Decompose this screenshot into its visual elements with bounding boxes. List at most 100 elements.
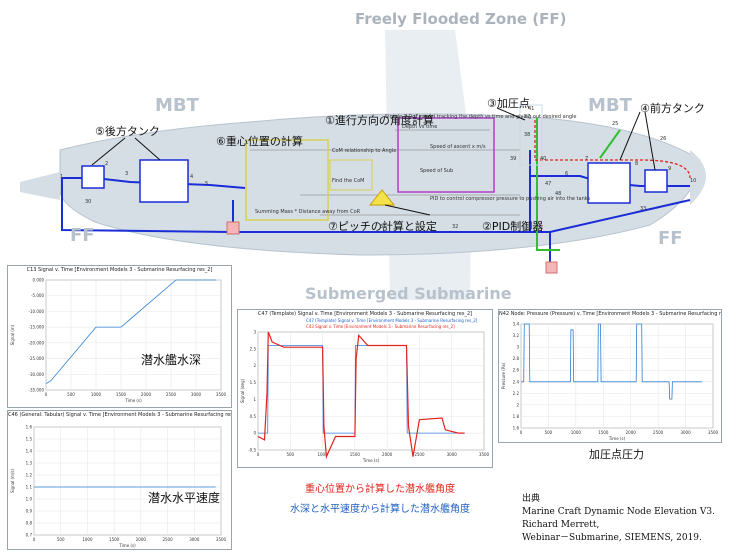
ff-zone-label: Freely Flooded Zone (FF): [355, 10, 567, 28]
y-tick-label: -15.000: [29, 325, 45, 330]
depth-chart-label: 潜水艦水深: [141, 353, 202, 367]
y-tick-label: 0.9: [26, 509, 33, 514]
x-tick-label: 2500: [162, 537, 173, 542]
y-tick-label: 0.7: [26, 533, 33, 538]
front-tank-small: [644, 169, 668, 193]
hspeed-chart-panel: C46 (General: Tabular) Signal v. Time [E…: [7, 410, 232, 550]
x-tick-label: 2000: [141, 392, 152, 397]
pid-annotation: ②PID制御器: [482, 220, 544, 233]
angle-chart-panel: C47 (Template) Signal v. Time [Environme…: [237, 309, 493, 468]
outlet-right: [545, 261, 558, 274]
plot-area: [45, 279, 222, 391]
mbt-left-label: MBT: [155, 95, 199, 116]
ff-left-label: FF: [70, 225, 95, 246]
node-40: 40: [540, 156, 546, 162]
y-tick-label: 1.6: [513, 426, 520, 431]
x-tick-label: 3000: [191, 392, 202, 397]
rudder-fin: [20, 172, 60, 200]
series-line-1: [45, 279, 216, 385]
heading-angle-annotation: ①進行方向の角度計算: [325, 114, 434, 127]
x-tick-label: 2500: [653, 430, 664, 435]
x-axis-label: Time (s): [608, 436, 626, 441]
angle-chart-title: C47 (Template) Signal v. Time [Environme…: [257, 311, 473, 317]
plot-area: [257, 331, 485, 451]
citation-line1: Marine Craft Dynamic Node Elevation V3.: [522, 507, 716, 517]
plot-area: [33, 426, 222, 536]
y-tick-label: 1.5: [26, 437, 33, 442]
y-tick-label: 1.6: [26, 425, 33, 430]
citation-head: 出典: [522, 494, 541, 504]
x-tick-label: 3000: [189, 537, 200, 542]
y-tick-label: 3.4: [513, 322, 520, 327]
y-axis-label: Pressure (Pa): [501, 362, 506, 389]
y-tick-label: 1.8: [513, 414, 520, 419]
y-tick-label: 3: [253, 330, 256, 335]
y-tick-label: 1.2: [26, 473, 33, 478]
node-38: 38: [524, 132, 530, 138]
x-tick-label: 0: [33, 537, 36, 542]
x-tick-label: 1000: [571, 430, 582, 435]
y-tick-label: -25.000: [29, 356, 45, 361]
x-tick-label: 3500: [216, 537, 227, 542]
series-line-1: [521, 323, 702, 400]
simple-dof-text: Simple 3 DoF model tracking the depth vs…: [385, 114, 577, 120]
hspeed-chart-title: C46 (General: Tabular) Signal v. Time [E…: [8, 412, 231, 418]
y-tick-label: 1.4: [26, 449, 33, 454]
node-6: 6: [565, 171, 568, 177]
y-tick-label: 2: [516, 402, 519, 407]
speed-sub-text: Speed of Sub: [420, 168, 453, 174]
y-axis-label: Signal (m): [10, 324, 15, 345]
x-tick-label: 1500: [598, 430, 609, 435]
y-tick-label: 2.6: [513, 368, 520, 373]
x-tick-label: 500: [545, 430, 553, 435]
y-tick-label: 1.0: [26, 497, 33, 502]
node-47: 47: [545, 181, 551, 187]
front-tank-large: [587, 162, 631, 204]
x-tick-label: 500: [67, 392, 75, 397]
citation-line2: Richard Merrett,: [522, 520, 600, 530]
pid-block: [519, 104, 543, 166]
x-tick-label: 1500: [109, 537, 120, 542]
y-axis-label: Signal (m/s): [10, 469, 15, 493]
y-tick-label: 0.5: [250, 414, 257, 419]
pid-note-text: PID to control compressor pressure to pu…: [430, 196, 591, 202]
note-blue: 水深と水平速度から計算した潜水艦角度: [290, 504, 470, 515]
y-tick-label: 0: [253, 431, 256, 436]
x-tick-label: 2000: [626, 430, 637, 435]
cg-block: [245, 139, 329, 221]
node-48: 48: [555, 191, 561, 197]
node-5: 5: [205, 181, 208, 187]
node-2: 2: [105, 161, 108, 167]
depth-vs-time-text: Depth vs time: [402, 124, 437, 130]
node-9: 9: [668, 166, 671, 172]
y-tick-label: -35.000: [29, 388, 45, 393]
y-tick-label: -0.5: [248, 448, 256, 453]
find-com-block: [329, 159, 373, 191]
x-tick-label: 2000: [382, 452, 393, 457]
note-red: 重心位置から計算した潜水艦角度: [305, 484, 455, 495]
series-line-2: [257, 331, 465, 460]
depth-block: [397, 117, 495, 193]
submarine-hull: [59, 113, 701, 256]
y-tick-label: 1.3: [26, 461, 33, 466]
node-32: 32: [452, 224, 458, 230]
angle-legend-1: C47 (Template) Signal v. Time [Environme…: [306, 318, 478, 323]
pitch-calc-annotation: ⑦ピッチの計算と設定: [328, 220, 437, 233]
angle-legend-2: C43 Signal v. Time [Environment Models 3…: [306, 324, 455, 329]
callout-lines: [91, 107, 656, 216]
node-1: 1: [60, 174, 63, 180]
summing-mass-text: Summing Mass * Distance away from CoR: [255, 209, 361, 215]
y-tick-label: 0.8: [26, 521, 33, 526]
pressure-chart-title: N42 Node: Pressure (Pressure) v. Time [E…: [499, 311, 721, 317]
rear-tank-annotation: ⑤後方タンク: [95, 125, 160, 138]
node-7: 7: [585, 156, 588, 162]
front-tank-annotation: ④前方タンク: [640, 102, 705, 115]
x-tick-label: 0: [520, 430, 523, 435]
y-tick-label: 1: [253, 397, 256, 402]
x-tick-label: 1000: [91, 392, 102, 397]
find-com-text: Find the CoM: [332, 178, 365, 184]
node-33: 33: [640, 206, 646, 212]
x-tick-label: 2500: [166, 392, 177, 397]
